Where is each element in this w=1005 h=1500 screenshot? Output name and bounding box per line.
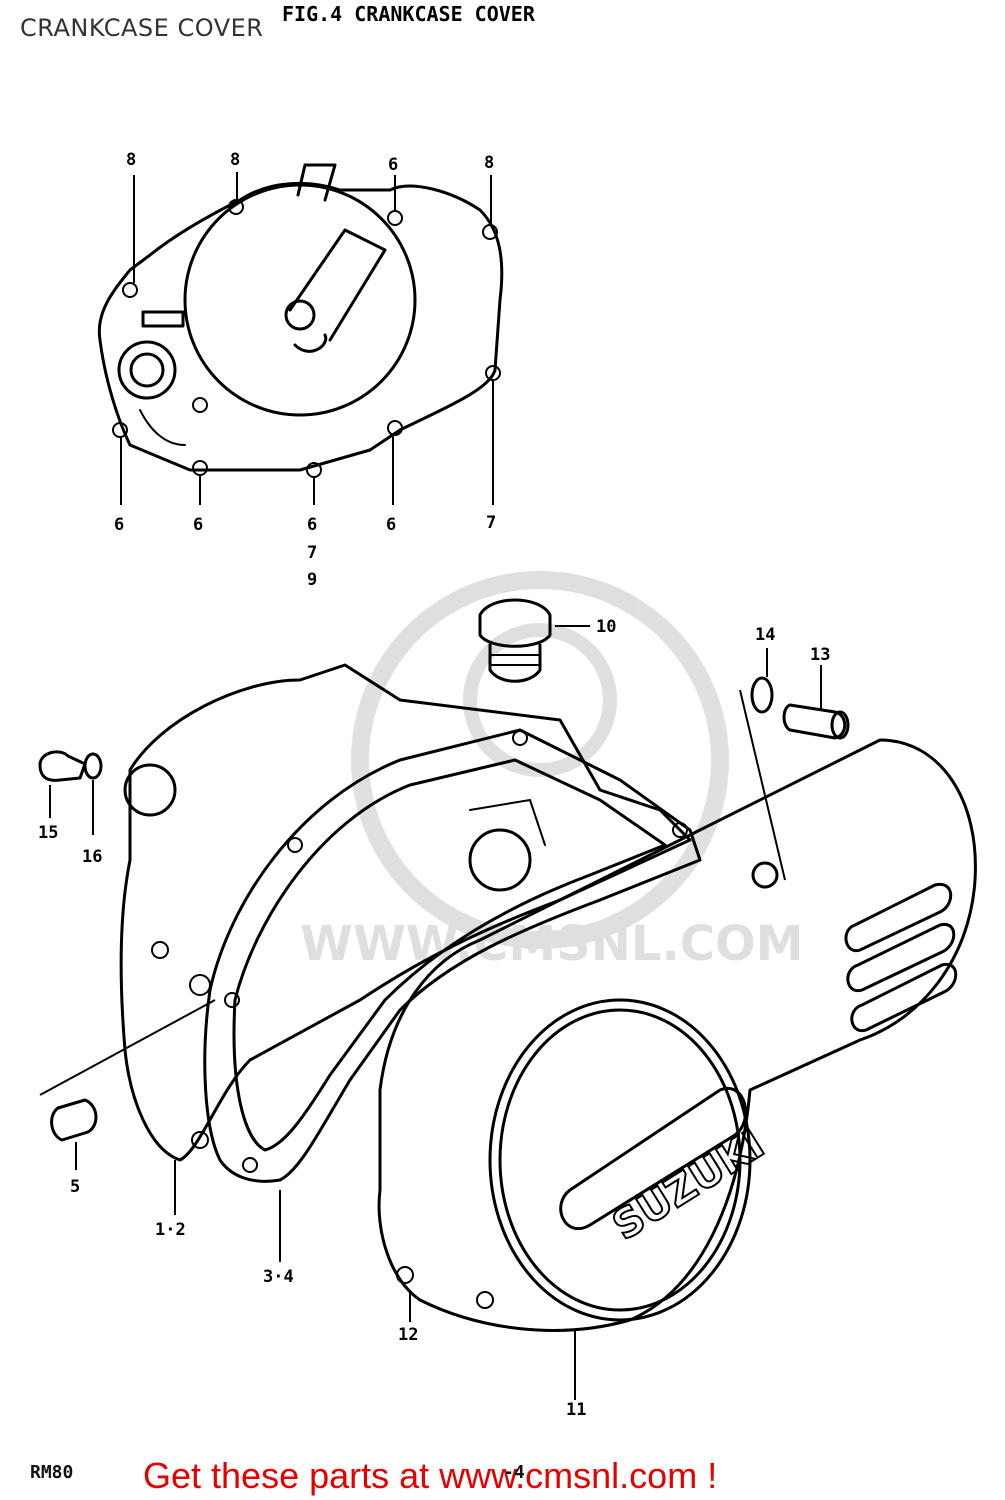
footer-page-number: -4: [503, 1462, 525, 1483]
crankcase-body: [119, 663, 692, 1162]
callout-labels: 8 8 6 8 6 6 6 7 9 6 7 10 14 13 15 16 5 1…: [38, 150, 830, 1420]
callout-13: 13: [810, 645, 830, 665]
callout-12: 12: [398, 1325, 418, 1345]
callout-top-8a: 8: [126, 150, 136, 170]
callout-top-8b: 8: [230, 150, 240, 170]
callout-5: 5: [70, 1177, 80, 1197]
figure-title: FIG.4 CRANKCASE COVER: [282, 2, 535, 26]
callout-bottom-6b: 6: [193, 515, 203, 535]
dowel-pin-5: [50, 1098, 98, 1142]
bolt-15: [38, 750, 87, 782]
oil-filler-cap: [478, 598, 552, 683]
callout-10: 10: [596, 617, 616, 637]
washer-14: [750, 676, 774, 714]
washer-16: [83, 752, 103, 780]
cmsnl-watermark: WWW.CMSNL.COM: [300, 571, 804, 972]
top-leader-lines: [120, 172, 494, 505]
model-label: RM80: [30, 1462, 74, 1483]
callout-bottom-6a: 6: [114, 515, 124, 535]
callout-3-4: 3·4: [263, 1267, 294, 1287]
callout-16: 16: [82, 847, 102, 867]
callout-11: 11: [566, 1400, 586, 1420]
watermark-text: WWW.CMSNL.COM: [300, 916, 804, 972]
bolt-13: [782, 703, 850, 740]
callout-15: 15: [38, 823, 58, 843]
callout-1-2: 1·2: [155, 1220, 186, 1240]
callout-bottom-7: 7: [486, 513, 496, 533]
callout-top-6: 6: [388, 155, 398, 175]
callout-top-8c: 8: [484, 153, 494, 173]
callout-bottom-6d: 6: [386, 515, 396, 535]
bottom-leader-lines: [39, 625, 822, 1400]
callout-bottom-6c: 6: [307, 515, 317, 535]
top-cover-outline: [97, 163, 504, 478]
exploded-parts-diagram: WWW.CMSNL.COM: [38, 150, 977, 1420]
callout-bottom-7c: 7: [307, 543, 317, 563]
cmsnl-parts-link[interactable]: Get these parts at www.cmsnl.com !: [143, 1455, 718, 1496]
callout-bottom-9: 9: [307, 570, 317, 590]
gasket: [203, 728, 702, 1183]
page-label: CRANKCASE COVER: [20, 14, 264, 42]
callout-14: 14: [755, 625, 775, 645]
